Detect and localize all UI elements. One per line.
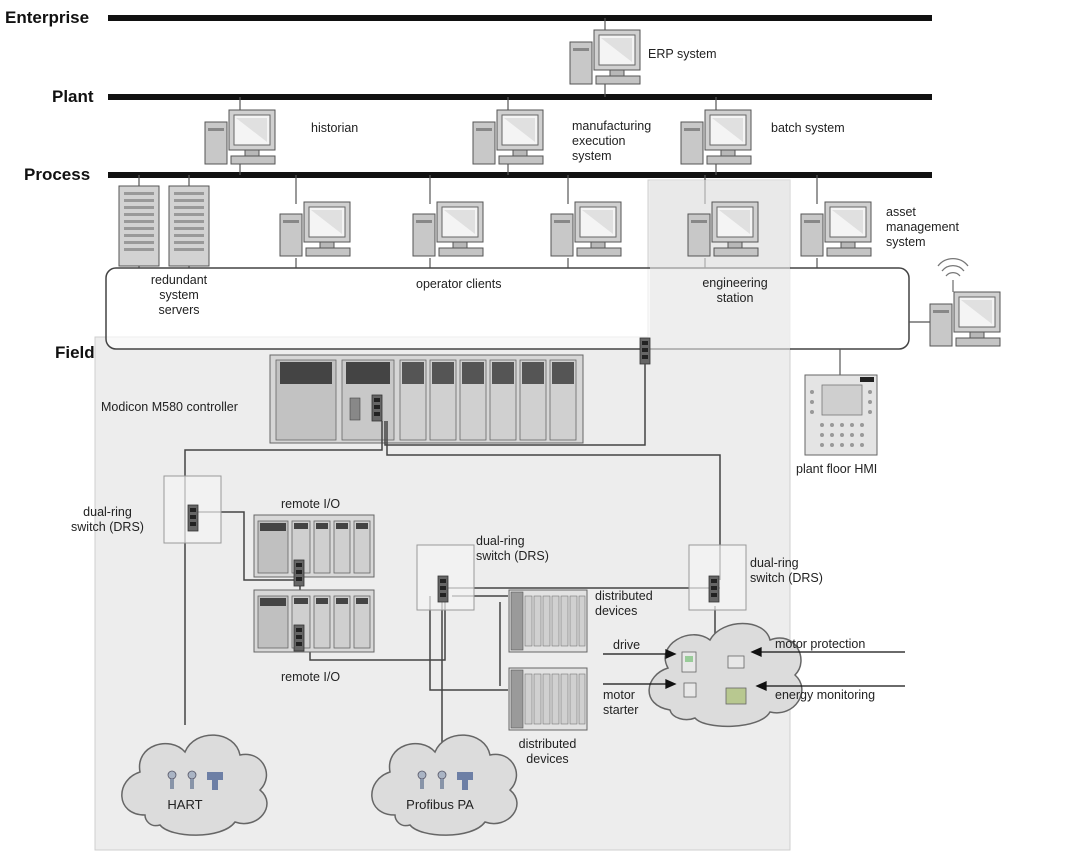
batch-computer [680,109,752,165]
motor-protection-label: motor protection [775,637,866,651]
level-plant: Plant [52,87,94,106]
remote-io-switch-bottom [293,624,305,652]
asset-management-computer [800,201,872,257]
hart-cloud [121,734,268,836]
wireless-icon [937,258,969,292]
profibus-label: Profibus PA [406,797,474,812]
historian-label: historian [311,121,359,135]
energy-monitoring-label: energy monitoring [775,688,876,702]
drs-right-switch [708,575,720,603]
level-process: Process [24,165,91,184]
operator-client-3 [550,201,622,257]
profibus-device-icons [417,770,473,790]
operator-clients-label: operator clients [416,277,502,291]
mes-computer [472,109,544,165]
historian-computer [204,109,276,165]
field-devices-cloud [648,622,803,728]
plant-floor-hmi-device [804,374,878,456]
hart-label: HART [167,797,203,812]
ring-switch [639,337,651,365]
remote-io-rack-top [253,514,375,578]
remote-io-top-label: remote I/O [281,497,341,511]
level-field: Field [55,343,95,362]
level-enterprise: Enterprise [5,8,90,27]
plant-hmi-label: plant floor HMI [796,462,878,476]
controller-label: Modicon M580 controller [101,400,238,414]
controller-switch [371,394,383,422]
profibus-cloud [371,734,518,836]
operator-client-2 [412,201,484,257]
wireless-workstation [929,291,1001,347]
server-1 [118,185,160,267]
drive-label: drive [613,638,641,652]
drs-left-switch [187,504,199,532]
server-2 [168,185,210,267]
distributed-devices-bottom [508,667,588,731]
operator-client-1 [279,201,351,257]
erp-computer [569,29,641,85]
distributed-devices-top [508,589,588,653]
hart-device-icons [167,770,223,790]
drs-mid-switch [437,575,449,603]
m580-controller-rack [269,354,584,444]
remote-io-switch-top [293,559,305,587]
batch-label: batch system [771,121,845,135]
drive-device-icons [681,651,747,705]
remote-io-bottom-label: remote I/O [281,670,341,684]
remote-io-rack-bottom [253,589,375,653]
erp-label: ERP system [648,47,717,61]
